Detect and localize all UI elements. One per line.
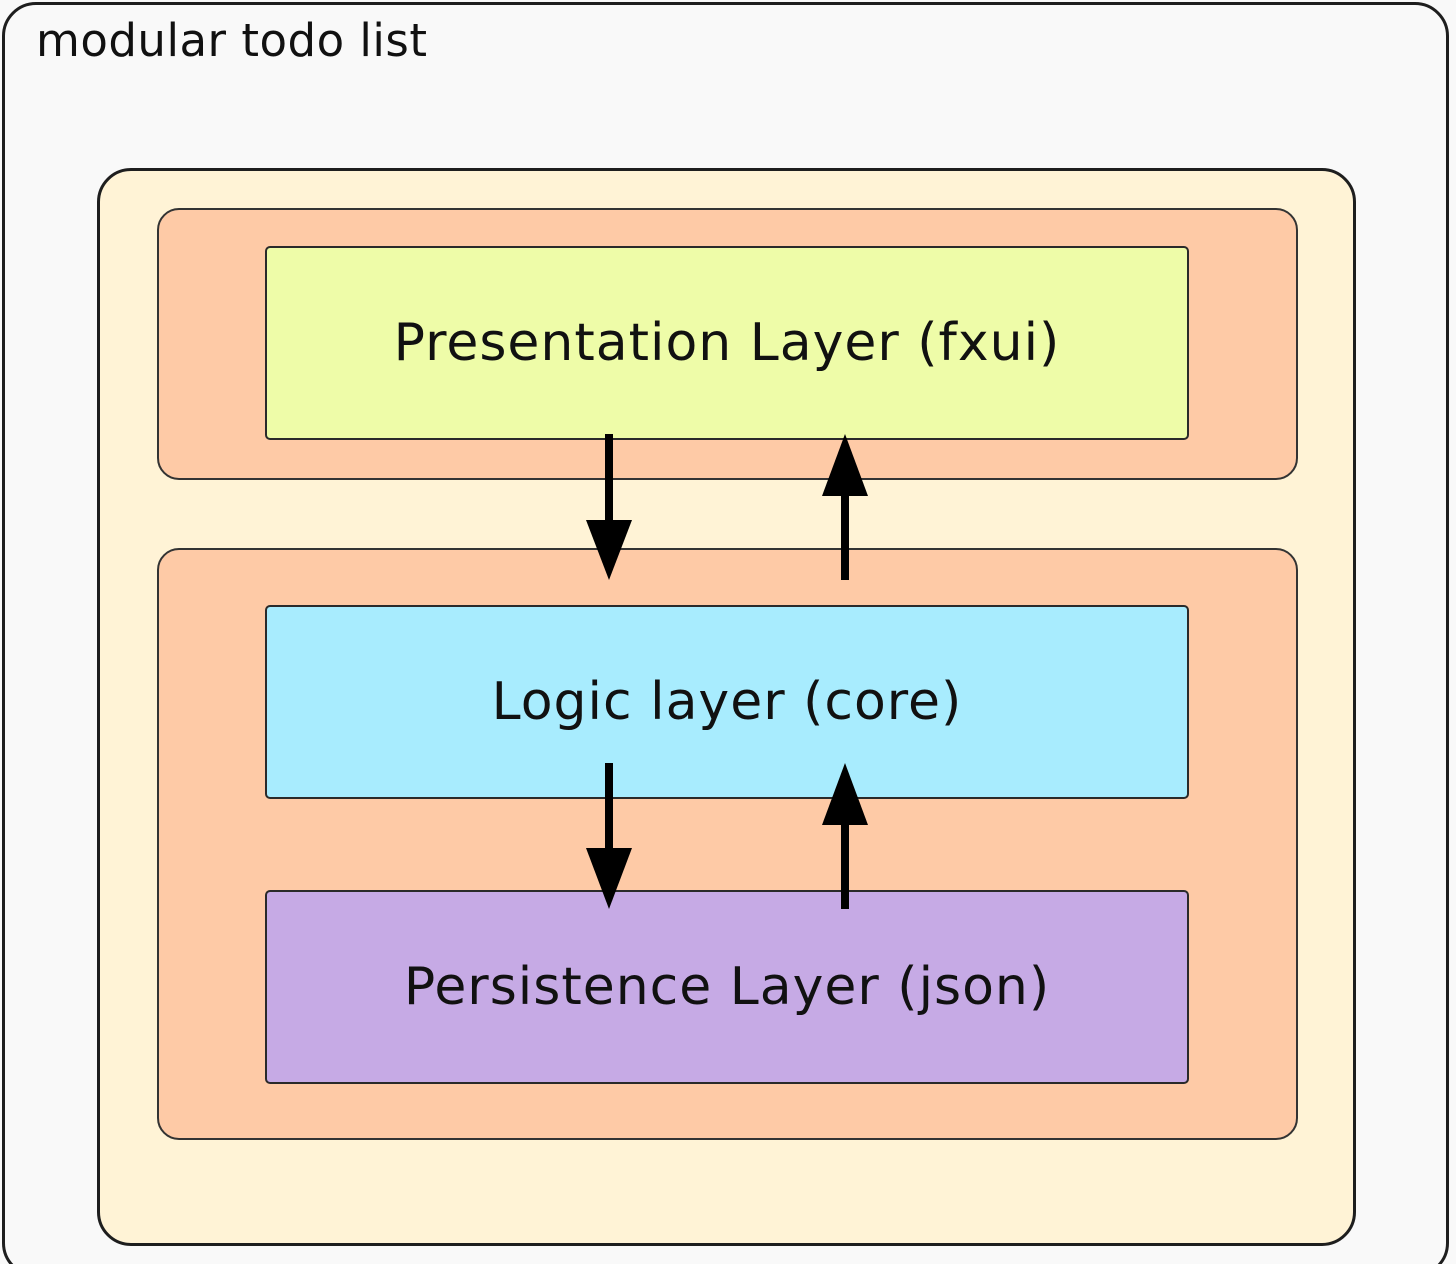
persistence-layer: Persistence Layer (json) xyxy=(265,890,1189,1084)
presentation-layer-label: Presentation Layer (fxui) xyxy=(393,313,1061,373)
arrow-persistence-to-logic xyxy=(822,763,868,909)
arrow-presentation-to-logic xyxy=(586,434,632,580)
arrow-logic-to-persistence xyxy=(586,763,632,909)
diagram-title: modular todo list xyxy=(36,14,428,67)
logic-layer-label: Logic layer (core) xyxy=(491,672,963,732)
persistence-layer-label: Persistence Layer (json) xyxy=(403,957,1051,1017)
presentation-layer: Presentation Layer (fxui) xyxy=(265,246,1189,440)
logic-layer: Logic layer (core) xyxy=(265,605,1189,799)
arrow-logic-to-presentation xyxy=(822,434,868,580)
